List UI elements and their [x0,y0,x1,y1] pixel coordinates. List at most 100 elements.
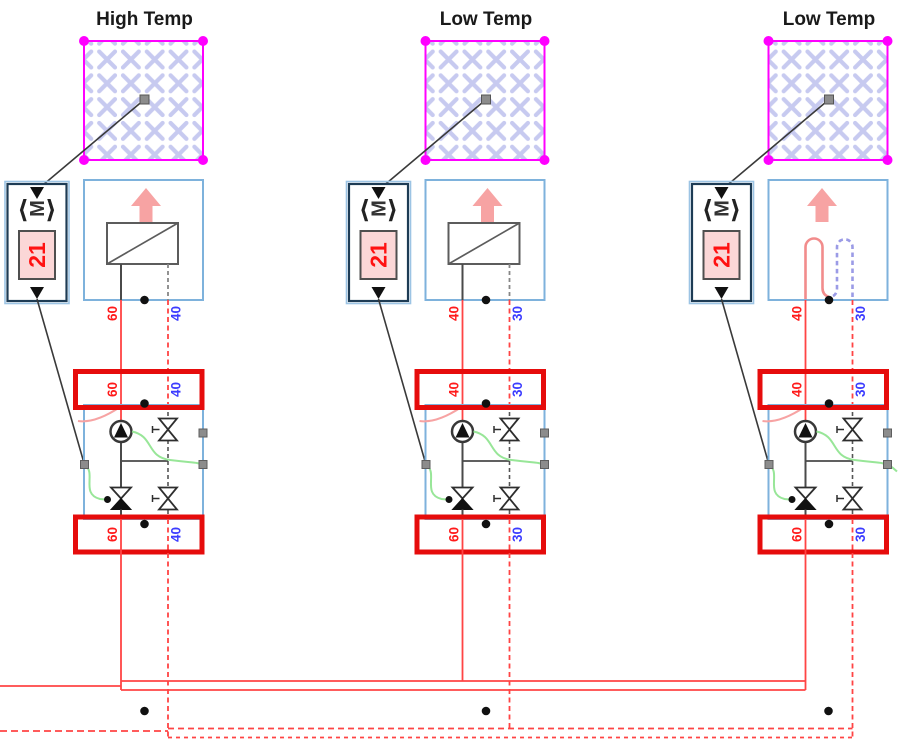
column-title: Low Temp [440,9,533,30]
shutoff-valve-icon[interactable] [157,417,179,431]
column-title: Low Temp [783,9,876,30]
junction-dot [481,295,491,305]
resize-handle[interactable] [540,428,549,438]
signal-endpoint-dot [788,496,796,503]
shutoff-valve-icon[interactable] [157,486,179,500]
heater-return-temp-label: 40 [169,306,184,321]
junction-dot [824,706,833,716]
heat-output-arrow-icon [807,188,837,222]
shutoff-valve-icon[interactable] [498,497,521,511]
zone-corner-dot[interactable] [420,36,431,46]
junction-dot [140,519,149,529]
thermostat-box-halo [688,180,755,305]
zone-center-handle[interactable] [139,94,150,105]
valve-bottom-supply-temp-label: 60 [447,527,462,542]
zone-corner-dot[interactable] [79,36,89,46]
thermostat-valve-link-line [377,298,427,464]
zone-center-handle[interactable] [824,94,834,105]
radiator-diagonal [106,222,179,265]
shutoff-valve-icon[interactable] [157,497,179,511]
resize-handle[interactable] [80,460,89,469]
valve-bottom-return-temp-label: 30 [510,527,525,542]
shutoff-valve-icon[interactable] [841,486,864,500]
zone-corner-dot[interactable] [763,155,774,165]
heater-supply-temp-label: 60 [105,306,120,321]
junction-dot [140,706,149,716]
junction-dot [824,519,834,529]
heater-supply-temp-label: 40 [447,306,462,321]
control-valve-icon[interactable] [108,486,134,500]
thermostat-valve-link-line [720,298,770,464]
control-valve-icon[interactable] [794,497,817,510]
shutoff-valve-icon[interactable] [498,417,521,431]
valve-top-supply-temp-label: 40 [447,382,462,397]
control-valve-icon[interactable] [451,497,474,510]
control-valve-icon[interactable] [450,486,475,500]
junction-dot [481,519,491,529]
zone-corner-dot[interactable] [882,36,893,46]
setpoint-badge[interactable] [18,230,56,280]
zone-thermostat-link-line [720,98,830,191]
heater-return-temp-label: 30 [510,306,525,321]
signal-line [83,464,106,501]
zone-corner-dot[interactable] [763,36,774,46]
column-title: High Temp [96,9,193,30]
highlight-rect-top [414,369,546,410]
resize-handle[interactable] [421,460,431,469]
resize-handle[interactable] [540,460,549,469]
setpoint-value: 21 [709,242,735,268]
junction-dot [481,399,491,408]
zone-thermostat-link-line [377,98,487,191]
thermostat-input-arrow-icon [714,187,729,199]
thermostat-output-arrow-icon [714,287,729,299]
shutoff-valve-icon[interactable] [498,428,521,442]
shutoff-valve-icon[interactable] [498,486,521,500]
valve-bottom-supply-temp-label: 60 [105,527,120,542]
motor-bracket-right: ⟩ [387,196,398,224]
valve-top-return-temp-label: 40 [169,382,184,397]
zone-center-handle[interactable] [481,94,491,105]
floor-coil-supply[interactable] [804,237,830,299]
shutoff-valve-icon[interactable] [841,497,864,511]
resize-handle[interactable] [883,460,892,469]
control-valve-icon[interactable] [109,497,133,510]
signal-endpoint-dot [445,496,453,503]
shutoff-valve-icon[interactable] [157,428,179,442]
resize-handle[interactable] [764,460,774,469]
pump-impeller-icon [455,423,470,438]
zone-corner-dot[interactable] [198,155,208,165]
zone-corner-dot[interactable] [539,36,550,46]
setpoint-value: 21 [366,242,392,268]
valve-top-return-temp-label: 30 [510,382,525,397]
zone-corner-dot[interactable] [79,155,89,165]
shutoff-valve-icon[interactable] [841,417,864,431]
zone-corner-dot[interactable] [420,155,431,165]
motor-symbol: M [369,200,391,217]
zone-corner-dot[interactable] [882,155,893,165]
setpoint-badge[interactable] [702,230,741,280]
resize-handle[interactable] [883,428,892,438]
signal-line [816,430,887,466]
valve-top-supply-temp-label: 40 [790,382,805,397]
zone-corner-dot[interactable] [539,155,550,165]
valve-top-return-temp-label: 30 [853,382,868,397]
valve-bottom-return-temp-label: 40 [169,527,184,542]
highlight-rect-bottom [73,514,205,555]
signal-line [425,464,447,501]
floor-coil-return[interactable] [832,238,854,299]
control-valve-icon[interactable] [793,486,818,500]
shutoff-valve-icon[interactable] [841,428,864,442]
highlight-rect-top [757,369,889,410]
zone-corner-dot[interactable] [198,36,208,46]
thermostat-input-arrow-icon [371,187,386,199]
radiator-diagonal [448,222,520,265]
thermostat-valve-link-line [36,298,85,464]
heat-output-arrow-icon [131,188,161,222]
resize-handle[interactable] [198,460,208,469]
highlight-rect-top [73,369,205,410]
setpoint-badge[interactable] [359,230,398,280]
resize-handle[interactable] [198,428,208,438]
